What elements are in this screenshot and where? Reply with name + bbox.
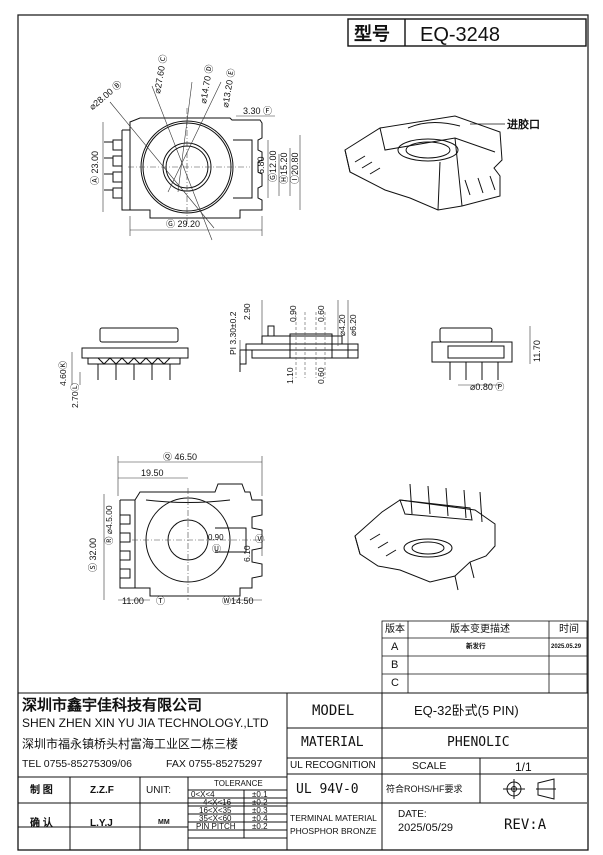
dim-pin-d: ⌀0.80 Ⓟ: [470, 382, 504, 392]
dim-d27-6: ⌀27.60 Ⓒ: [152, 54, 169, 95]
model-code: EQ-3248: [420, 24, 500, 46]
company-name-cn: 深圳市鑫宇佳科技有限公司: [22, 697, 203, 714]
dim-w29-2: Ⓖ 29.20: [166, 219, 200, 229]
dim-w19-5: 19.50: [141, 468, 164, 478]
dim-w0-9: 0.90: [288, 305, 298, 322]
rev-header-version: 版本: [385, 624, 405, 635]
tol-range-2: 16<X<35: [199, 806, 232, 815]
dim-h4-6: 4.60Ⓚ: [58, 360, 68, 386]
rev-header-desc: 版本变更描述: [450, 624, 510, 635]
check-label: 确 认: [30, 818, 53, 829]
made-by: Z.Z.F: [90, 785, 114, 796]
tol-value-4: ±0.2: [252, 822, 268, 831]
top-front-leaders: [102, 81, 301, 241]
title-block-grid: [17, 692, 589, 851]
company-name-en: SHEN ZHEN XIN YU JIA TECHNOLOGY.,LTD: [22, 716, 269, 730]
mark-u: Ⓤ: [212, 544, 221, 554]
rev-row-b-version: B: [391, 659, 399, 671]
mid-center-dimlines: [239, 300, 349, 356]
mid-left-view: [81, 327, 189, 380]
revision-label: REV:A: [504, 817, 547, 833]
rohs-compliance: 符合ROHS/HF要求: [386, 784, 463, 794]
dim-h12: Ⓖ12.00: [268, 150, 278, 182]
bottom-iso-view: [354, 483, 496, 591]
unit-value: MM: [158, 819, 170, 826]
tol-value-0: ±0.1: [252, 790, 268, 799]
tol-range-0: 0<X<4: [191, 790, 215, 799]
mid-right-view: [431, 327, 513, 380]
rev-row-a-version: A: [391, 641, 399, 653]
date-value: 2025/05/29: [398, 822, 454, 834]
dim-d28: ⌀28.00 Ⓑ: [87, 79, 124, 112]
tol-value-3: ±0.4: [252, 814, 268, 823]
dim-w0-6-top: 0.60: [316, 305, 326, 322]
check-by: L.Y.J: [90, 818, 113, 829]
mark-t: Ⓣ: [156, 596, 165, 606]
bottom-front-centerlines: [132, 488, 265, 600]
date-label: DATE:: [398, 809, 427, 820]
top-front-centerlines: [128, 108, 250, 226]
dim-w46-5: Ⓠ 46.50: [163, 452, 197, 462]
tol-value-1: ±0.2: [252, 798, 268, 807]
tol-range-1: 4<X<16: [203, 798, 232, 807]
header-box: [347, 18, 587, 47]
bottom-dimlines: [103, 456, 263, 601]
terminal-material-label: TERMINAL MATERIAL: [290, 813, 377, 823]
dim-d14-7: ⌀14.70 Ⓓ: [198, 64, 215, 105]
dim-h20-8: Ⓘ20.80: [290, 152, 300, 184]
top-front-view: [104, 117, 263, 219]
dim-d6-2: ⌀6.20: [348, 314, 358, 336]
rev-row-a-desc: 新发行: [466, 643, 486, 650]
dim-w14-5: Ⓦ14.50: [222, 596, 254, 606]
ul-label: UL RECOGNITION: [290, 760, 376, 771]
dim-d4-2: ⌀4.20: [337, 314, 347, 336]
scale-value: 1/1: [515, 760, 532, 774]
material-label: MATERIAL: [301, 735, 364, 750]
material-value: PHENOLIC: [447, 735, 510, 750]
dim-d13-2: ⌀13.20 Ⓔ: [220, 68, 237, 109]
dim-h6-8: 6.80: [256, 156, 266, 174]
made-label: 制 图: [30, 785, 53, 796]
tolerance-header: TOLERANCE: [214, 779, 263, 788]
dim-h11-7: 11.70: [532, 340, 542, 362]
type-label: 型号: [354, 23, 390, 44]
dim-h2-9: 2.90: [242, 303, 252, 320]
dim-d4-5: Ⓡ ⌀4.5.00: [104, 505, 114, 545]
company-address: 深圳市福永镇桥头村富海工业区二栋三楼: [22, 737, 239, 751]
dim-w0-6-bot: 0.60: [316, 367, 326, 384]
company-tel: TEL 0755-85275309/06: [22, 758, 132, 770]
dim-h23: Ⓐ 23.00: [90, 151, 100, 185]
dim-w3-3: 3.30 Ⓕ: [243, 106, 272, 116]
rev-row-c-version: C: [391, 677, 399, 689]
inlet-label: 进胶口: [507, 117, 540, 131]
top-iso-view: [344, 115, 503, 211]
tol-value-2: ±0.3: [252, 806, 268, 815]
dim-d0-9: 0.90: [208, 533, 224, 542]
ul-value: UL 94V-0: [296, 782, 359, 797]
company-fax: FAX 0755-85275297: [166, 758, 263, 770]
tol-range-4: PIN PITCH: [196, 822, 236, 831]
rev-header-date: 时间: [559, 624, 579, 635]
dim-h1-1: 1.10: [285, 367, 295, 384]
projection-symbol-icon: [503, 778, 556, 800]
unit-label: UNIT:: [146, 785, 171, 796]
rev-row-a-date: 2025.05.29: [551, 644, 582, 650]
dim-pi3-3: PI 3.30±0.2: [228, 311, 238, 355]
dim-h2-7: 2.70Ⓛ: [70, 382, 80, 408]
mid-left-dimlines: [71, 352, 81, 385]
scale-label: SCALE: [412, 760, 447, 772]
mark-v: Ⓥ: [255, 534, 264, 544]
model-label: MODEL: [312, 703, 355, 719]
terminal-material-value: PHOSPHOR BRONZE: [290, 826, 377, 836]
dim-h32: Ⓢ 32.00: [88, 538, 98, 572]
model-value: EQ-32卧式(5 PIN): [414, 703, 519, 718]
dim-h15-2: Ⓗ15.20: [279, 152, 289, 184]
mid-center-hidden: [295, 312, 326, 378]
dim-h6-1: 6.10: [242, 545, 252, 562]
mid-right-dimlines: [458, 326, 531, 386]
tol-range-3: 35<X<60: [199, 814, 232, 823]
dim-w11: 11.00: [122, 596, 144, 606]
